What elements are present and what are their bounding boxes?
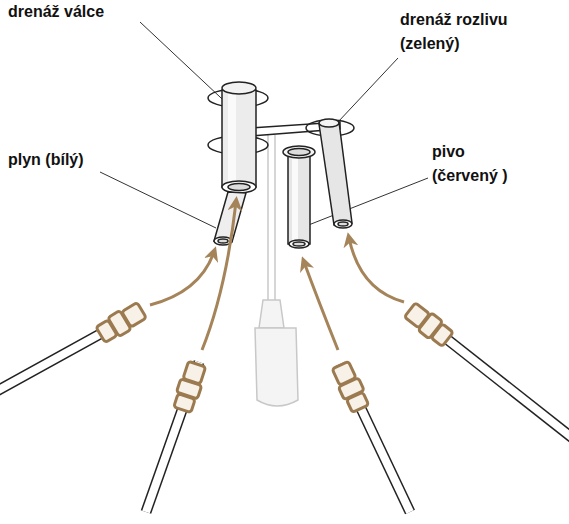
hoses [0,310,569,512]
cylinder-drain-tube [222,82,256,193]
leader-lines [100,22,428,228]
part-label: drenáž válce [8,0,168,24]
hose-fittings [95,301,455,414]
part-label: plyn (bílý) [8,148,148,172]
fill-drain-tube [319,119,352,228]
part-label: drenáž rozlivu (zelený) [400,8,550,56]
flow-arrows [150,202,404,350]
beer-tube [283,146,315,248]
part-label: pivo (červený ) [432,140,532,188]
